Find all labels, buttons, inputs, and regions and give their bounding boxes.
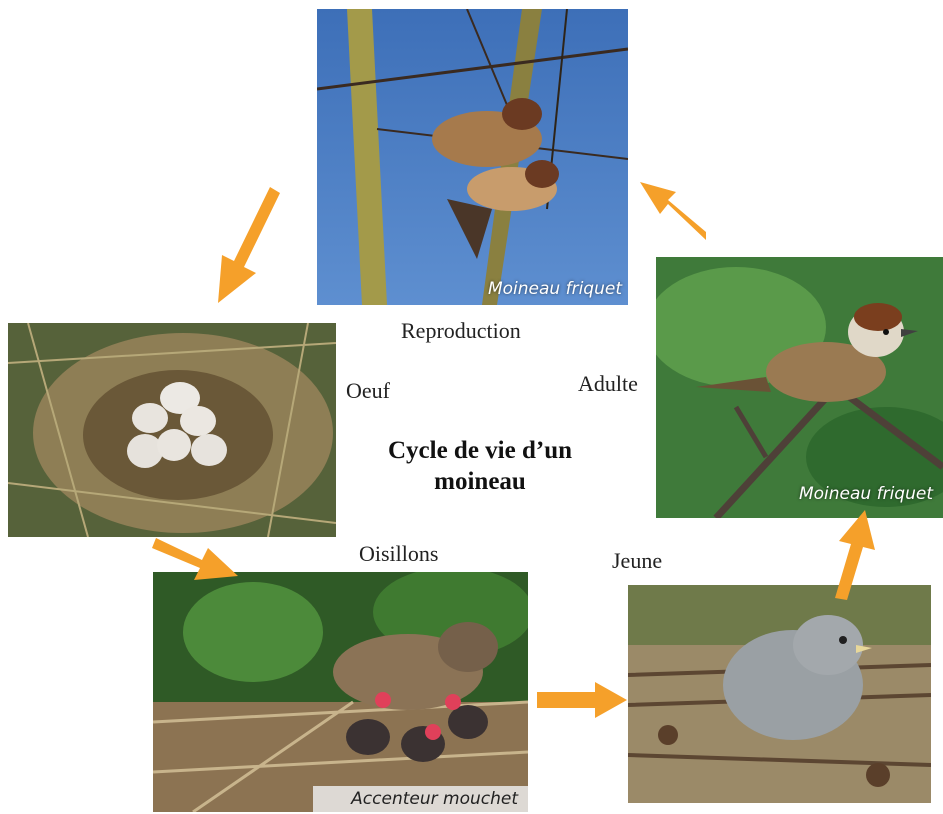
adulte-label: Adulte (578, 371, 638, 397)
oisillons-photo: Accenteur mouchet (153, 572, 528, 812)
arrow-oisillons-to-jeune (535, 680, 630, 720)
oeuf-label: Oeuf (346, 378, 390, 404)
arrow-reproduction-to-oeuf (210, 185, 290, 310)
oeuf-photo (8, 323, 336, 537)
title-line-2: moineau (350, 466, 610, 497)
reproduction-caption: Moineau friquet (488, 279, 622, 299)
arrow-jeune-to-adulte (825, 508, 880, 600)
oisillons-label: Oisillons (359, 541, 438, 567)
adulte-caption: Moineau friquet (799, 484, 933, 504)
arrow-adulte-to-reproduction (638, 180, 710, 252)
jeune-photo (628, 585, 931, 803)
jeune-label: Jeune (612, 548, 662, 574)
reproduction-label: Reproduction (401, 318, 521, 344)
reproduction-photo: Moineau friquet (317, 9, 628, 305)
arrow-oeuf-to-oisillons (150, 520, 245, 585)
oisillons-caption: Accenteur mouchet (313, 786, 528, 812)
title-line-1: Cycle de vie d’un (350, 435, 610, 466)
adulte-photo: Moineau friquet (656, 257, 943, 518)
diagram-title: Cycle de vie d’un moineau (350, 435, 610, 498)
